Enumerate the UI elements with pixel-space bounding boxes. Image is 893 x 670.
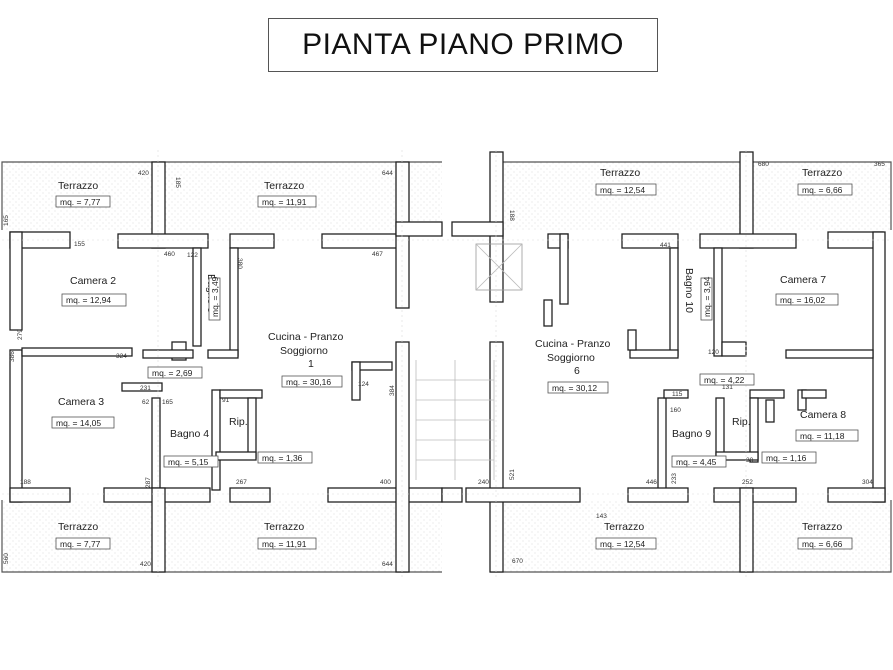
room-name: Terrazzo: [802, 521, 842, 533]
room-area: mq. = 12,54: [600, 185, 645, 195]
room-number: 6: [574, 365, 580, 377]
dimension: 155: [74, 241, 85, 248]
room-name: Rip.: [732, 416, 751, 428]
dimension: 670: [512, 558, 523, 565]
dimension: 120: [708, 349, 719, 356]
dimension: 267: [236, 479, 247, 486]
dimension: 240: [478, 479, 489, 486]
room-area: mq. = 30,16: [286, 377, 331, 387]
dimension: 143: [596, 513, 607, 520]
room-name: Camera 3: [58, 396, 104, 408]
room-name: Camera 7: [780, 274, 826, 286]
dimension: 304: [862, 479, 873, 486]
room-name: Terrazzo: [604, 521, 644, 533]
dimension: 279: [17, 329, 24, 340]
room-name: Cucina - Pranzo: [535, 338, 610, 350]
dimension: 165: [3, 215, 10, 226]
dimension: 124: [358, 381, 369, 388]
room-area: mq. = 6,66: [802, 539, 843, 549]
walls: [9, 151, 886, 573]
dimension: 188: [20, 479, 31, 486]
dimension: 160: [670, 407, 681, 414]
room-area: mq. = 1,16: [766, 453, 807, 463]
room-area: mq. = 30,12: [552, 383, 597, 393]
dimension: 122: [187, 252, 198, 259]
dimension: 185: [174, 177, 181, 188]
dimension: 644: [382, 561, 393, 568]
dimension: 400: [380, 479, 391, 486]
dimension: 324: [116, 353, 127, 360]
dimension: 467: [372, 251, 383, 258]
dimension: 365: [874, 161, 885, 168]
dimension: 287: [145, 477, 152, 488]
dimension: 521: [509, 469, 516, 480]
dimension: 680: [758, 161, 769, 168]
room-name: Terrazzo: [264, 180, 304, 192]
room-name: Terrazzo: [600, 167, 640, 179]
room-name: Terrazzo: [802, 167, 842, 179]
room-name: Terrazzo: [58, 180, 98, 192]
dimension: 231: [140, 385, 151, 392]
dimension: 131: [722, 384, 733, 391]
room-area: mq. = 16,02: [780, 295, 825, 305]
dimension: 441: [660, 242, 671, 249]
room-name: Rip.: [229, 416, 248, 428]
room-area: mq. = 3,94: [702, 276, 712, 317]
dimension: 188: [508, 210, 515, 221]
room-area: mq. = 7,77: [60, 197, 101, 207]
terrace-areas: [2, 162, 891, 572]
room-name-2: Soggiorno: [547, 352, 595, 364]
grid-lines: [2, 150, 891, 580]
dimension: 165: [162, 399, 173, 406]
dimension: 560: [3, 553, 10, 564]
dimension: 460: [164, 251, 175, 258]
room-area: mq. = 2,69: [152, 368, 193, 378]
dimension: 115: [672, 391, 683, 398]
room-area: mq. = 1,36: [262, 453, 303, 463]
dimension: 420: [138, 170, 149, 177]
dimension: 62: [142, 399, 150, 406]
dimension: 384: [389, 385, 396, 396]
room-area: mq. = 11,91: [262, 197, 307, 207]
dimension: 252: [742, 479, 753, 486]
room-name: Camera 8: [800, 409, 846, 421]
dimension: 420: [140, 561, 151, 568]
dimension: 30: [746, 457, 754, 464]
staircase: [415, 243, 523, 480]
room-area: mq. = 12,94: [66, 295, 111, 305]
room-area: mq. = 3,49: [210, 276, 220, 317]
room-area: mq. = 7,77: [60, 539, 101, 549]
room-name-2: Soggiorno: [280, 345, 328, 357]
room-area: mq. = 14,05: [56, 418, 101, 428]
room-area: mq. = 11,18: [800, 431, 845, 441]
room-name: Bagno 10: [683, 268, 695, 313]
room-name: Bagno 4: [170, 428, 209, 440]
dimension-labels: 420 185 644 165 680 365 188 279 155 460 …: [3, 161, 885, 568]
terrace-outline: [1, 161, 892, 573]
room-name: Camera 2: [70, 275, 116, 287]
dimension: 644: [382, 170, 393, 177]
room-area: mq. = 4,45: [676, 457, 717, 467]
room-labels: Terrazzo mq. = 7,77 Terrazzo mq. = 11,91…: [51, 167, 859, 550]
room-name: Terrazzo: [264, 521, 304, 533]
room-area: mq. = 4,22: [704, 375, 745, 385]
room-area: mq. = 12,54: [600, 539, 645, 549]
room-area: mq. = 5,15: [168, 457, 209, 467]
room-name: Bagno 9: [672, 428, 711, 440]
dimension: 380: [236, 258, 243, 269]
plan-title: PIANTA PIANO PRIMO: [268, 18, 658, 72]
room-name: Cucina - Pranzo: [268, 331, 343, 343]
dimension: 233: [671, 473, 678, 484]
dimension: 386: [9, 351, 16, 362]
room-number: 1: [308, 358, 314, 370]
dimension: 446: [646, 479, 657, 486]
dimension: 91: [222, 397, 230, 404]
room-area: mq. = 6,66: [802, 185, 843, 195]
room-name: Terrazzo: [58, 521, 98, 533]
room-area: mq. = 11,91: [262, 539, 307, 549]
